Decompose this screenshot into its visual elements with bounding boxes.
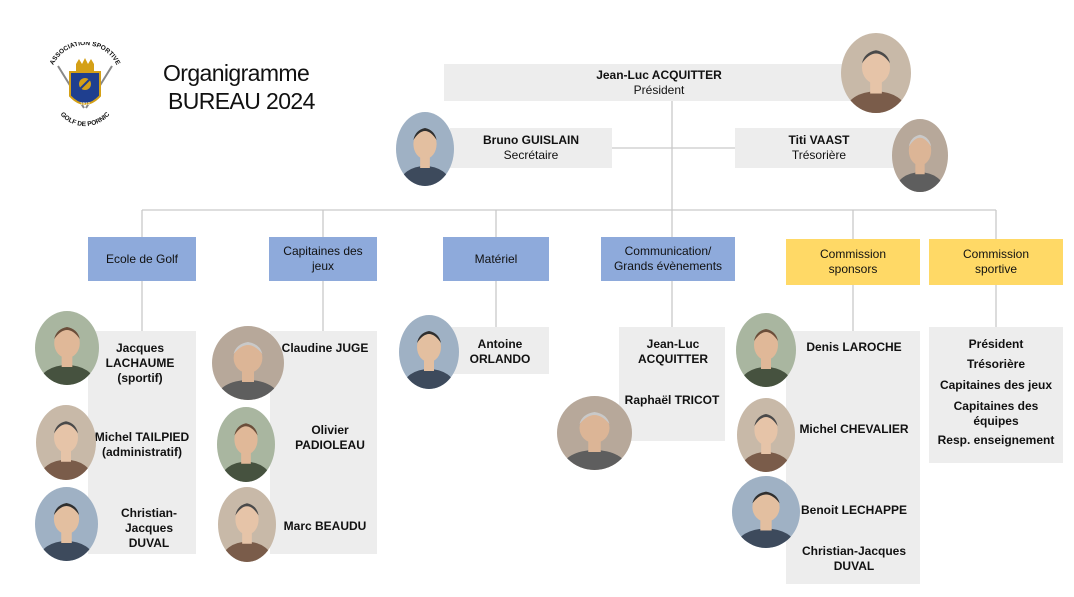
dept-label: Commission sportive [962,247,1029,276]
avatar-member [35,311,99,385]
member-name: Michel TAILPIED (administratif) [94,430,190,459]
panel-sponsors [786,331,920,584]
member-name: Raphaël TRICOT [624,393,720,407]
portrait-icon [396,112,454,186]
page-title: Organigramme BUREAU 2024 [163,59,315,115]
member-name: Claudine JUGE [281,341,369,355]
portrait-icon [399,315,459,389]
portrait-icon [892,119,948,192]
avatar-member [35,487,98,561]
sportive-item: Resp. enseignement [937,433,1055,447]
treasurer-box: Titi VAAST Trésorière [735,128,903,168]
panel-sportive [929,327,1063,463]
secretary-role: Secrétaire [503,148,559,162]
member-name: Marc BEAUDU [283,519,367,533]
portrait-icon [36,405,96,480]
dept-capitaines-des-jeux: Capitaines des jeux [269,237,377,281]
portrait-icon [737,398,795,472]
logo-bottom-text: GOLF DE PORNIC [59,111,112,128]
president-role: Président [633,82,685,97]
club-logo: ASSOCIATION SPORTIVE GOLF DE PORNIC 1912 [42,40,128,128]
dept-label: Ecole de Golf [105,251,179,266]
president-name: Jean-Luc ACQUITTER [596,67,722,82]
panel-capitaines [270,331,377,554]
treasurer-name: Titi VAAST [788,133,850,147]
avatar-member [218,487,276,562]
logo-year: 1912 [80,101,91,106]
president-box: Jean-Luc ACQUITTER Président [444,64,874,101]
portrait-icon [557,396,632,470]
title-line-2: BUREAU 2024 [168,88,315,114]
avatar-treasurer [892,119,948,192]
sportive-item: Trésorière [966,357,1026,371]
dept-communication: Communication/ Grands évènements [601,237,735,281]
member-name: Michel CHEVALIER [799,422,909,436]
dept-label: Matériel [474,251,518,266]
dept-materiel: Matériel [443,237,549,281]
avatar-member [736,313,796,387]
portrait-icon [217,407,275,482]
svg-text:GOLF DE PORNIC: GOLF DE PORNIC [59,111,112,128]
portrait-icon [841,33,911,113]
avatar-member [212,326,284,400]
member-name: Olivier PADIOLEAU [295,423,365,452]
dept-commission-sponsors: Commission sponsors [786,239,920,285]
member-name: Christian-Jacques DUVAL [801,544,907,573]
panel-ecole [88,331,196,554]
dept-ecole-de-golf: Ecole de Golf [88,237,196,281]
avatar-member [217,407,275,482]
sportive-item: Capitaines des équipes [953,399,1039,428]
portrait-icon [35,311,99,385]
sportive-item: Capitaines des jeux [939,378,1053,392]
dept-label: Commission sponsors [819,247,886,276]
title-line-1: Organigramme [163,60,310,86]
dept-label: Capitaines des jeux [283,244,363,273]
avatar-member [399,315,459,389]
treasurer-role: Trésorière [791,148,847,162]
avatar-member [732,476,800,548]
avatar-member [557,396,632,470]
portrait-icon [35,487,98,561]
dept-commission-sportive: Commission sportive [929,239,1063,285]
avatar-member [737,398,795,472]
member-name: Christian-Jacques DUVAL [120,506,177,550]
secretary-box: Bruno GUISLAIN Secrétaire [450,128,612,168]
member-name: Jean-Luc ACQUITTER [638,337,708,366]
portrait-icon [218,487,276,562]
member-name: Jacques LACHAUME (sportif) [105,341,175,385]
avatar-president [841,33,911,113]
dept-label: Communication/ Grands évènements [613,244,723,273]
avatar-member [36,405,96,480]
portrait-icon [212,326,284,400]
portrait-icon [736,313,796,387]
secretary-name: Bruno GUISLAIN [483,133,579,147]
member-name: Benoit LECHAPPE [800,503,907,517]
sportive-item: Président [968,337,1024,351]
avatar-secretary [396,112,454,186]
panel-materiel [445,327,549,374]
member-name: Denis LAROCHE [806,340,902,354]
member-name: Antoine ORLANDO [469,337,531,366]
panel-communication [619,327,725,441]
portrait-icon [732,476,800,548]
